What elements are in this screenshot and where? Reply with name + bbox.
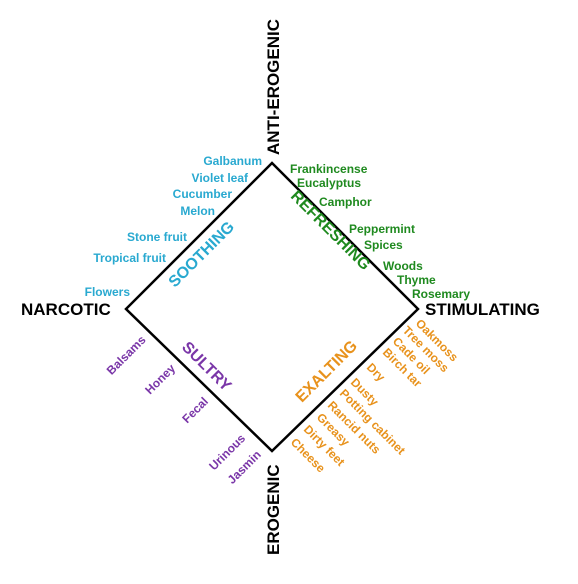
axis-label-top: ANTI-EROGENIC	[264, 19, 283, 155]
refreshing-item: Woods	[383, 259, 423, 273]
sultry-item: Honey	[142, 361, 178, 397]
refreshing-items: Frankincense Eucalyptus Camphor Peppermi…	[290, 162, 470, 301]
axis-label-left: NARCOTIC	[21, 300, 111, 319]
axis-label-right: STIMULATING	[425, 300, 540, 319]
soothing-item: Melon	[180, 204, 215, 218]
refreshing-item: Eucalyptus	[297, 176, 361, 190]
soothing-item: Flowers	[85, 285, 131, 299]
refreshing-item: Thyme	[397, 273, 436, 287]
axis-label-bottom: EROGENIC	[264, 464, 283, 555]
sultry-item: Balsams	[104, 333, 149, 378]
refreshing-item: Camphor	[319, 195, 372, 209]
soothing-item: Galbanum	[203, 154, 262, 168]
exalting-item: Dry	[364, 360, 388, 384]
sultry-item: Fecal	[179, 394, 211, 426]
refreshing-item: Rosemary	[412, 287, 470, 301]
refreshing-item: Frankincense	[290, 162, 368, 176]
soothing-item: Tropical fruit	[93, 251, 166, 265]
soothing-item: Stone fruit	[127, 230, 187, 244]
soothing-item: Violet leaf	[192, 171, 249, 185]
diamond-outline	[124, 161, 420, 453]
soothing-items: Galbanum Violet leaf Cucumber Melon Ston…	[85, 154, 262, 299]
soothing-item: Cucumber	[173, 187, 233, 201]
refreshing-item: Peppermint	[349, 222, 415, 236]
refreshing-item: Spices	[364, 238, 403, 252]
